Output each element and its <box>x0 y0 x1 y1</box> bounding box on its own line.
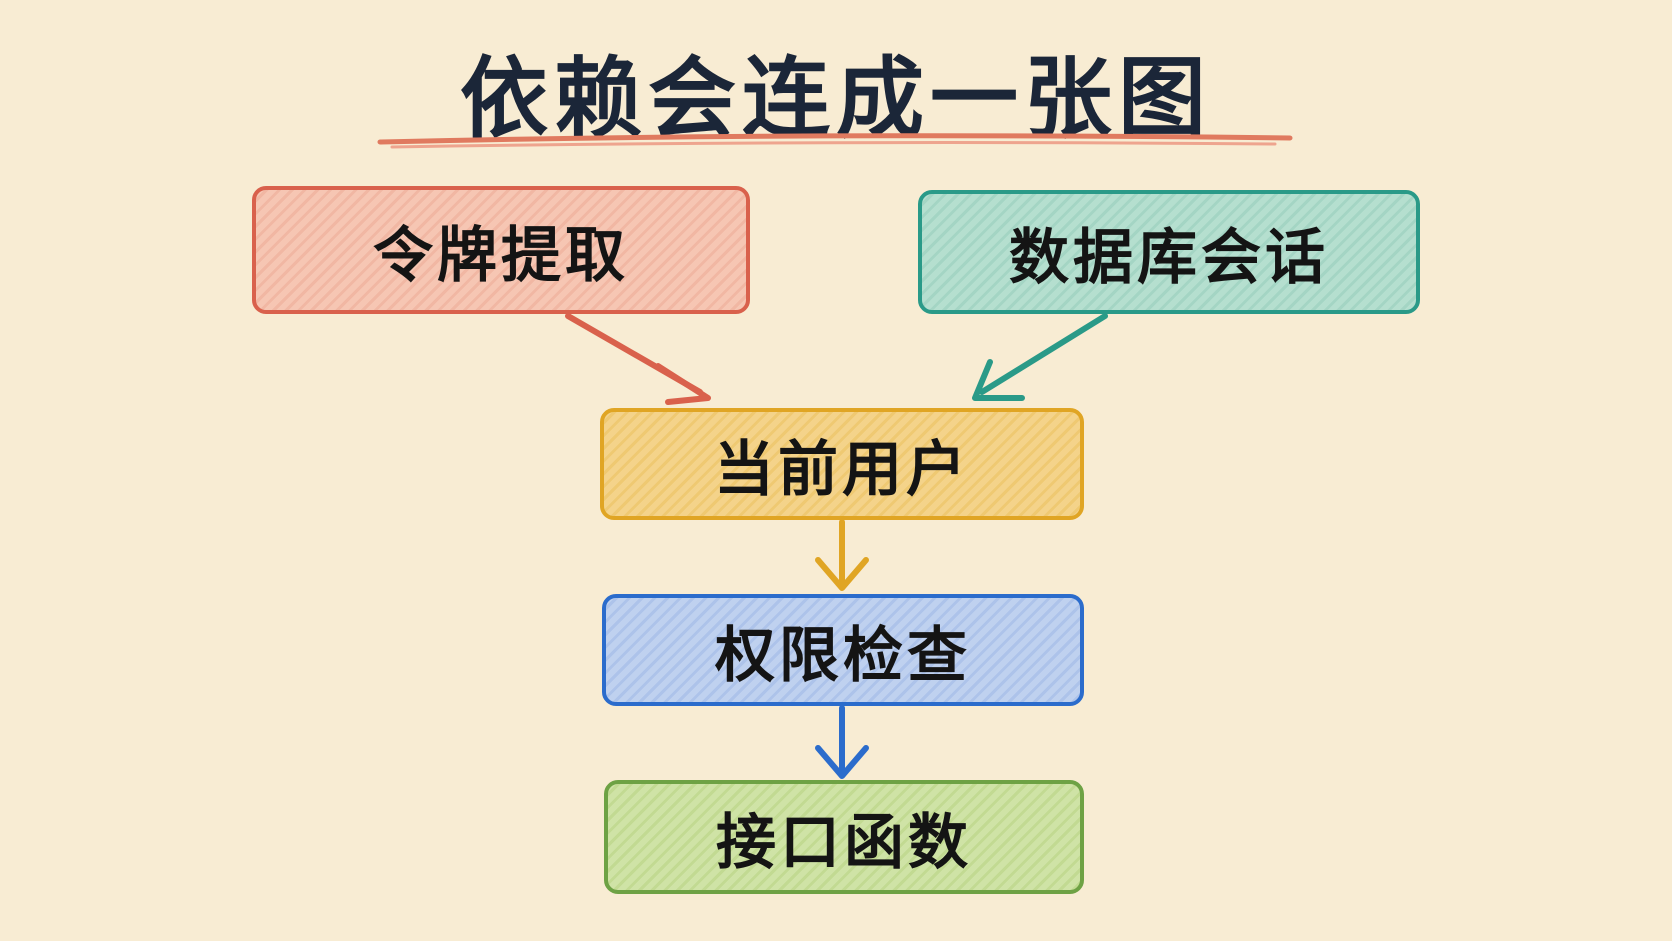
node-api-function: 接口函数 <box>604 780 1084 894</box>
node-token-extraction-label: 令牌提取 <box>373 220 629 291</box>
title-underline-shadow <box>390 141 1277 149</box>
node-token-extraction: 令牌提取 <box>252 186 750 314</box>
node-current-user: 当前用户 <box>600 408 1084 520</box>
node-db-session-label: 数据库会话 <box>1009 222 1329 293</box>
node-db-session: 数据库会话 <box>918 190 1420 314</box>
node-current-user-label: 当前用户 <box>714 434 970 505</box>
edge-user-to-permission <box>815 519 869 591</box>
edge-token-to-user <box>565 313 711 405</box>
node-permission-check-label: 权限检查 <box>715 620 971 691</box>
node-api-function-label: 接口函数 <box>716 807 972 878</box>
diagram-title: 依赖会连成一张图 <box>459 47 1212 150</box>
node-permission-check: 权限检查 <box>602 594 1084 706</box>
edge-db-to-user <box>972 313 1108 401</box>
title-underline <box>377 133 1293 145</box>
edge-permission-to-api <box>815 705 869 779</box>
